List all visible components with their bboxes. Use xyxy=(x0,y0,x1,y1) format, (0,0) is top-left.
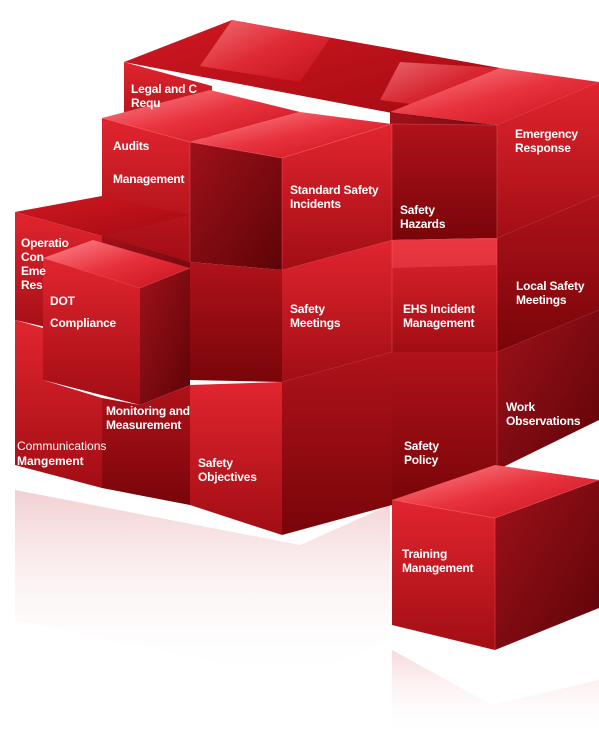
emergency-block-top xyxy=(390,68,599,125)
standard-incidents-front xyxy=(282,124,392,270)
safety-hazards-label: Safety Hazards xyxy=(400,203,446,231)
legal-label: Legal and C Requ xyxy=(131,82,200,110)
safety-policy-front xyxy=(392,352,497,505)
ehs-incident-front xyxy=(392,238,497,352)
training-reflection xyxy=(392,650,599,736)
work-observations-label: Work Observations xyxy=(506,400,581,428)
training-block-front xyxy=(392,500,495,650)
local-safety-label: Local Safety Meetings xyxy=(516,279,587,307)
dot-block-side xyxy=(140,268,190,405)
training-block-top xyxy=(392,465,599,518)
ehs-incident-label: EHS Incident Management xyxy=(403,302,478,330)
safety-objectives-label: Safety Objectives xyxy=(198,456,257,484)
safety-hazards-front xyxy=(392,124,497,240)
training-block-side xyxy=(495,480,599,650)
dot-compliance-label: DOT Compliance xyxy=(50,294,117,330)
standard-incidents-top xyxy=(190,112,392,158)
communications-front xyxy=(15,320,102,488)
safety-meetings-label: Safety Meetings xyxy=(290,302,341,330)
standard-incidents-label: Standard Safety Incidents xyxy=(290,183,382,211)
monitoring-label: Monitoring and Measurement xyxy=(106,404,193,432)
local-safety-front xyxy=(497,195,599,352)
safety-policy-label: Safety Policy xyxy=(404,439,442,467)
back-top-highlight xyxy=(200,20,330,82)
edge-lines xyxy=(42,117,599,650)
bottom-mid-front xyxy=(282,352,392,535)
standard-incidents-side xyxy=(190,142,282,270)
safety-meetings-front xyxy=(282,240,392,382)
floor-reflection xyxy=(15,490,390,680)
communications-label: Communications Mangement xyxy=(17,439,110,468)
dot-block-top xyxy=(43,240,190,288)
audits-label: Audits Management xyxy=(113,139,185,186)
operations-label: Operatio Con Eme Res xyxy=(21,236,72,292)
operations-block-top xyxy=(15,196,190,236)
emergency-response-label: Emergency Response xyxy=(515,127,581,155)
emergency-block-front xyxy=(497,82,599,238)
safety-meetings-side xyxy=(190,262,282,382)
dot-block-front xyxy=(43,258,140,405)
monitoring-front xyxy=(102,385,190,505)
audits-block-top xyxy=(102,90,300,142)
training-management-label: Training Management xyxy=(402,547,474,575)
safety-objectives-front xyxy=(190,382,282,535)
work-observations-front xyxy=(497,310,599,470)
ehs-highlight xyxy=(392,238,497,268)
